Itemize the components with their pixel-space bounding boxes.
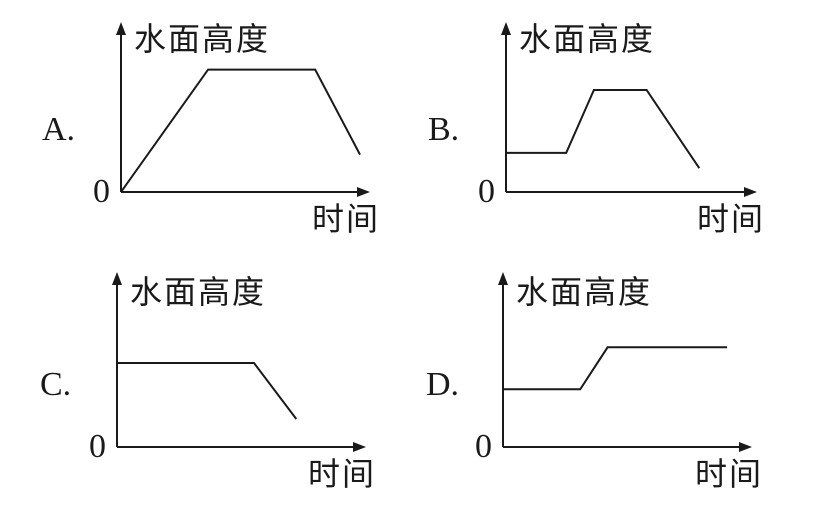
x-axis-label: 时间	[312, 200, 380, 238]
water-height-curve	[117, 362, 298, 420]
origin-label: 0	[475, 428, 492, 465]
water-height-curve	[506, 89, 701, 169]
origin-label: 0	[89, 428, 106, 465]
option-label: D.	[426, 366, 459, 403]
x-axis-arrow-icon	[357, 187, 370, 197]
water-height-curve	[503, 346, 728, 391]
x-axis-label: 时间	[695, 455, 763, 493]
y-axis-arrow-icon	[116, 22, 126, 35]
y-axis-arrow-icon	[112, 272, 122, 285]
x-axis-arrow-icon	[739, 442, 752, 452]
y-axis-label: 水面高度	[516, 273, 652, 311]
option-label: B.	[428, 111, 459, 148]
x-axis-arrow-icon	[353, 442, 366, 452]
y-axis-label: 水面高度	[134, 20, 270, 58]
y-axis-label: 水面高度	[130, 273, 266, 311]
y-axis-label: 水面高度	[519, 20, 655, 58]
option-label: C.	[40, 366, 71, 403]
x-axis-label: 时间	[697, 200, 765, 238]
origin-label: 0	[478, 173, 495, 210]
x-axis-label: 时间	[308, 455, 376, 493]
option-label: A.	[42, 111, 75, 148]
origin-label: 0	[93, 173, 110, 210]
water-height-curve	[120, 68, 361, 193]
y-axis-arrow-icon	[498, 272, 508, 285]
y-axis-arrow-icon	[501, 22, 511, 35]
x-axis-arrow-icon	[744, 187, 757, 197]
